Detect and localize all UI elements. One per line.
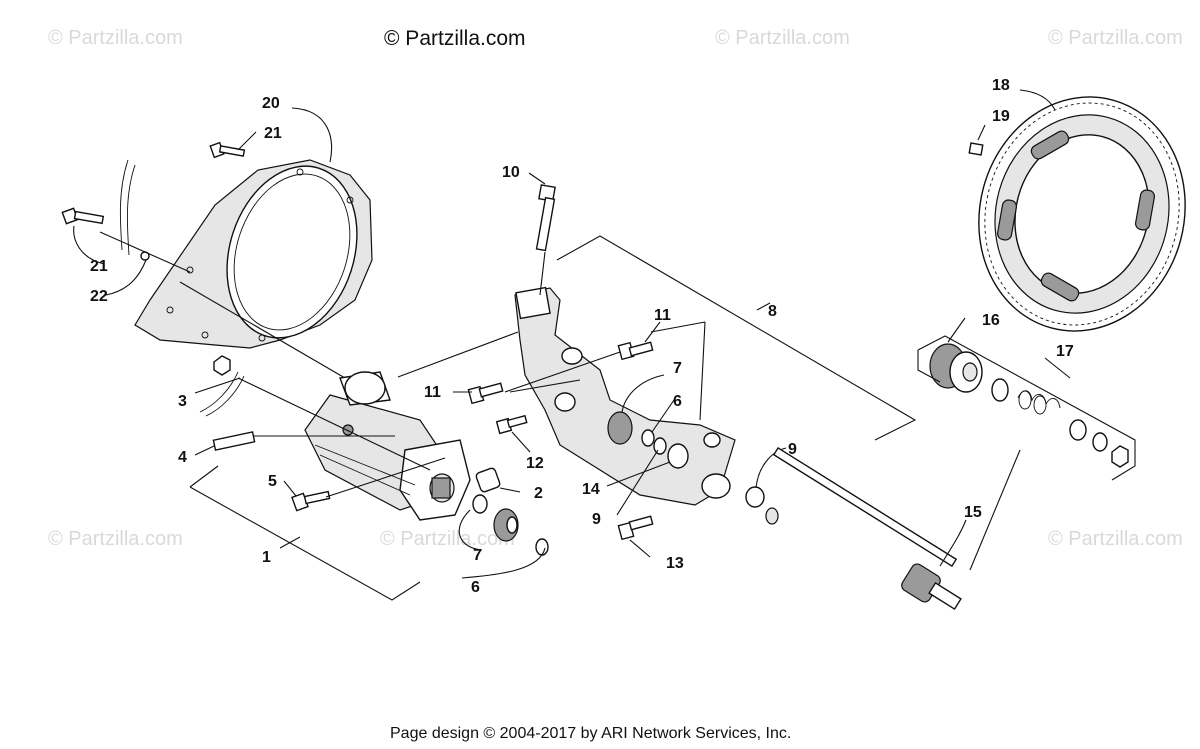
bolt-10	[535, 184, 556, 252]
callout-11: 11	[424, 384, 441, 401]
footer-credit: Page design © 2004-2017 by ARI Network S…	[390, 725, 791, 742]
callout-7: 7	[673, 360, 682, 377]
bushing-14	[667, 443, 689, 469]
bushing-2	[472, 467, 501, 514]
watermark: © Partzilla.com	[1048, 528, 1183, 550]
ring-gear-18	[978, 96, 1186, 332]
watermark: © Partzilla.com	[48, 27, 183, 49]
callout-19: 19	[992, 108, 1010, 125]
callout-5: 5	[268, 473, 277, 490]
watermark: © Partzilla.com	[1048, 27, 1183, 49]
copyright-header: © Partzilla.com	[384, 27, 526, 50]
nut-3	[199, 355, 245, 417]
callout-13: 13	[666, 555, 684, 572]
housing-part	[514, 286, 736, 506]
callouts: 20 21 21 22 3 4 5 1 2 7 6 10 11 11 8 7 6…	[90, 77, 1074, 596]
washer-9-upper	[653, 437, 667, 455]
spring-assembly-17	[991, 378, 1129, 468]
bolt-11-upper	[617, 341, 654, 361]
starter-drive-16	[929, 343, 983, 393]
cover-plate-part	[134, 159, 373, 349]
bolt-11-lower	[467, 382, 504, 405]
callout-21: 21	[90, 258, 108, 275]
callout-14: 14	[582, 481, 600, 498]
gear-7-upper	[607, 411, 633, 445]
shaft-part	[765, 447, 962, 611]
callout-1: 1	[262, 549, 271, 566]
callout-8: 8	[768, 303, 777, 320]
callout-12: 12	[526, 455, 544, 472]
watermark: © Partzilla.com	[380, 528, 515, 550]
callout-20: 20	[262, 95, 280, 112]
callout-21: 21	[264, 125, 282, 142]
watermarks: © Partzilla.com © Partzilla.com © Partzi…	[48, 27, 1183, 550]
callout-2: 2	[534, 485, 543, 502]
callout-17: 17	[1056, 343, 1074, 360]
callout-11: 11	[654, 307, 671, 324]
bolt-5	[291, 490, 331, 512]
bolt-13	[617, 515, 654, 541]
watermark: © Partzilla.com	[715, 27, 850, 49]
washer-6-upper	[641, 429, 655, 447]
callout-6: 6	[673, 393, 682, 410]
callout-16: 16	[982, 312, 1000, 329]
callout-9: 9	[592, 511, 601, 528]
stud-4	[212, 431, 256, 451]
callout-15: 15	[964, 504, 982, 521]
callout-3: 3	[178, 393, 187, 410]
callout-6: 6	[471, 579, 480, 596]
washer-6-lower	[535, 538, 549, 556]
washer-9-lower	[745, 486, 765, 508]
callout-7: 7	[473, 547, 482, 564]
callout-9: 9	[788, 441, 797, 458]
screw-19	[968, 142, 984, 156]
bolt-21-upper	[209, 141, 246, 159]
cable	[119, 159, 136, 256]
watermark: © Partzilla.com	[48, 528, 183, 550]
callout-10: 10	[502, 164, 520, 181]
bolt-21-lower	[61, 207, 105, 225]
gear-7-lower	[493, 508, 519, 542]
callout-18: 18	[992, 77, 1010, 94]
bolt-12	[495, 414, 528, 435]
starter-motor-part	[304, 371, 471, 521]
callout-4: 4	[178, 449, 187, 466]
callout-22: 22	[90, 288, 108, 305]
